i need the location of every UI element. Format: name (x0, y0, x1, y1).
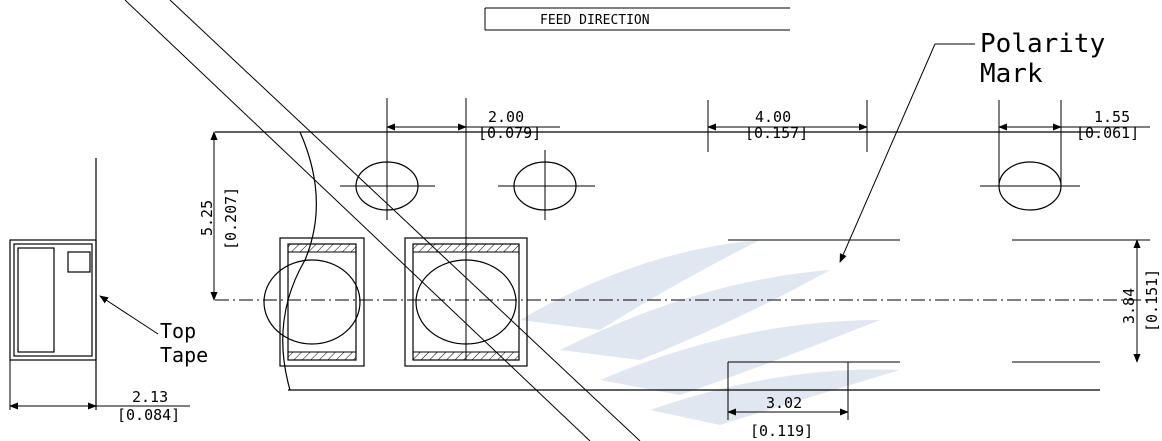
dim-pitch-hole-center: 2.00 [0.079] (386, 98, 560, 250)
dim-tape-thickness: 2.13 [0.084] (9, 388, 190, 424)
svg-text:FEED DIRECTION: FEED DIRECTION (540, 13, 650, 28)
polarity-mark-callout: Polarity Mark (839, 29, 1105, 263)
carrier-tape (215, 131, 1150, 391)
svg-text:2.00: 2.00 (488, 108, 524, 126)
svg-text:Polarity: Polarity (980, 29, 1105, 59)
component-pocket-2 (404, 237, 528, 367)
svg-text:3.84: 3.84 (1120, 288, 1138, 324)
sprocket-hole-3 (980, 161, 1080, 211)
watermark-logo (520, 240, 900, 425)
svg-text:[0.157]: [0.157] (745, 124, 808, 142)
svg-text:Mark: Mark (980, 59, 1043, 89)
top-tape-callout: Top Tape (99, 295, 208, 367)
feed-direction-label: FEED DIRECTION (484, 7, 790, 31)
svg-text:1.55: 1.55 (1094, 108, 1130, 126)
svg-text:[0.207]: [0.207] (222, 187, 240, 250)
svg-text:[0.061]: [0.061] (1076, 124, 1139, 142)
side-view-profile (9, 158, 97, 410)
svg-text:3.02: 3.02 (766, 394, 802, 412)
svg-text:[0.151]: [0.151] (1143, 269, 1161, 332)
svg-text:[0.079]: [0.079] (478, 124, 541, 142)
svg-text:[0.119]: [0.119] (750, 422, 813, 440)
svg-text:Top: Top (160, 319, 196, 343)
dim-hole-to-pocket: 5.25 [0.207] (198, 131, 240, 301)
svg-text:4.00: 4.00 (755, 108, 791, 126)
sprocket-hole-2 (498, 150, 595, 220)
svg-text:Tape: Tape (160, 343, 208, 367)
dim-hole-diameter: 1.55 [0.061] (998, 100, 1150, 186)
dim-pocket-width: 3.84 [0.151] (1120, 239, 1161, 363)
break-lines (124, 0, 641, 441)
svg-text:5.25: 5.25 (198, 200, 216, 236)
dim-pocket-pitch: 3.02 [0.119] (727, 362, 849, 440)
svg-text:[0.084]: [0.084] (117, 406, 180, 424)
svg-text:2.13: 2.13 (132, 388, 168, 406)
component-pocket-1 (263, 237, 365, 367)
dim-sprocket-pitch: 4.00 [0.157] (707, 100, 868, 152)
